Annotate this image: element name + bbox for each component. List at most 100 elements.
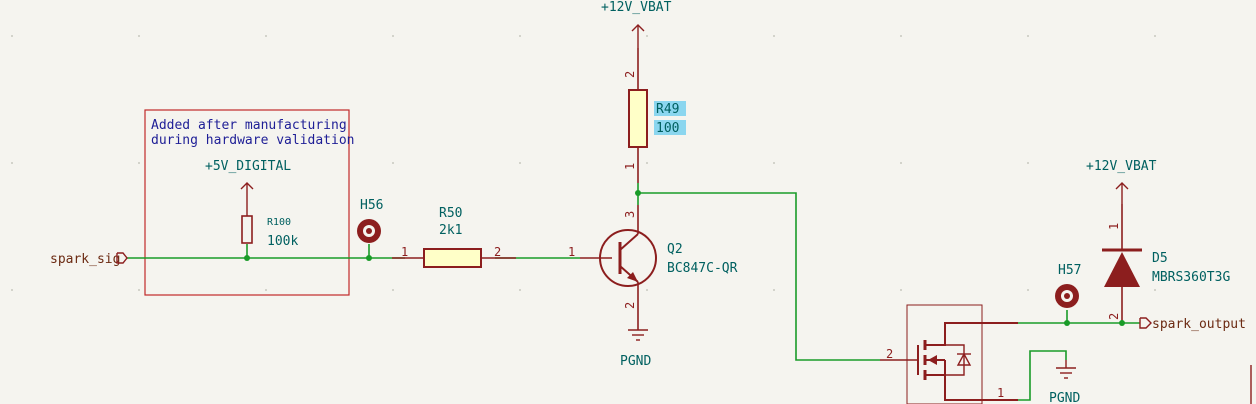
r50-pin2-number: 2 [494, 245, 501, 259]
power-label-pgnd-q2: PGND [620, 354, 651, 369]
power-12v-vbat-top[interactable]: +12V_VBAT [601, 0, 672, 48]
power-label-12v-vbat-top: +12V_VBAT [601, 0, 672, 15]
grid-dot [392, 289, 394, 291]
grid-dot [392, 35, 394, 37]
grid-dot [265, 35, 267, 37]
d5-pin2-number: 2 [1107, 313, 1121, 320]
r49-pin2-number: 2 [623, 71, 637, 78]
mosfet-source-line [925, 374, 1018, 401]
r49-ref-highlight [654, 101, 686, 116]
q2-collector-line [619, 233, 639, 251]
d5-triangle-icon [1104, 252, 1140, 287]
mosfet-diode-frame [945, 344, 965, 376]
testpoint-h57[interactable]: H57 [1055, 263, 1081, 308]
annotation-note[interactable]: Added after manufacturing during hardwar… [144, 109, 355, 296]
grid-dot [1027, 35, 1029, 37]
junction-r100 [244, 255, 250, 261]
diode-d5[interactable]: 1 2 D5 MBRS360T3G [1102, 204, 1230, 320]
power-12v-vbat-right[interactable]: +12V_VBAT [1086, 159, 1157, 204]
h57-ref: H57 [1058, 263, 1081, 278]
grid-dot [900, 35, 902, 37]
note-line-1: Added after manufacturing [151, 118, 347, 133]
power-label-5v-digital: +5V_DIGITAL [205, 159, 291, 174]
grid-dot [138, 289, 140, 291]
grid-dot [1027, 162, 1029, 164]
resistor-r49-body [628, 89, 648, 148]
junction-h56 [366, 255, 372, 261]
input-port-arrow-icon [116, 252, 128, 264]
note-frame [144, 109, 350, 296]
mosfet-arrow-icon [928, 355, 937, 365]
grid-dot [519, 162, 521, 164]
power-pgnd-fet[interactable]: PGND [1049, 360, 1080, 404]
resistor-r50[interactable]: R50 2k1 1 2 [392, 206, 516, 268]
power-label-pgnd-fet: PGND [1049, 391, 1080, 404]
wire-collector-to-gate[interactable] [638, 192, 880, 361]
power-label-12v-vbat-right: +12V_VBAT [1086, 159, 1157, 174]
q2-ref: Q2 [667, 242, 683, 257]
wire-fet-source-pgnd[interactable] [1018, 350, 1067, 401]
transistor-q2[interactable]: 1 3 2 Q2 BC847C-QR [568, 205, 738, 330]
grid-dot [773, 289, 775, 291]
grid-dot [519, 289, 521, 291]
mosfet-body-diode-icon [956, 352, 972, 366]
r50-value: 2k1 [439, 223, 462, 238]
grid-dot [646, 162, 648, 164]
mosfet-outline [906, 304, 983, 404]
resistor-r100-body [241, 215, 253, 244]
grid-dot [773, 162, 775, 164]
r100-value: 100k [267, 234, 298, 249]
mosfet-drain-line [925, 322, 1018, 346]
junction-d5 [1119, 320, 1125, 326]
testpoint-h57-center [1064, 293, 1070, 299]
junction-collector [635, 190, 641, 196]
r100-ref: R100 [267, 217, 291, 228]
q2-pin2-number: 2 [623, 302, 637, 309]
resistor-r50-body [423, 248, 482, 268]
q2-value: BC847C-QR [667, 261, 738, 276]
grid-dots [11, 35, 1156, 291]
q2-emitter-arrow-icon [627, 272, 638, 282]
power-pgnd-q2[interactable]: PGND [620, 329, 651, 369]
resistor-r49[interactable]: 2 1 R49 100 [623, 48, 686, 183]
grid-dot [900, 289, 902, 291]
h56-ref: H56 [360, 198, 383, 213]
output-port-arrow-icon [1139, 317, 1152, 329]
r49-pin1-number: 1 [623, 163, 637, 170]
net-label-spark-output-text: spark_output [1152, 317, 1246, 332]
grid-dot [646, 289, 648, 291]
grid-dot [265, 162, 267, 164]
grid-dot [138, 35, 140, 37]
note-line-2: during hardware validation [151, 133, 355, 148]
r49-ref: R49 [656, 102, 679, 117]
grid-dot [1154, 162, 1156, 164]
grid-dot [11, 289, 13, 291]
wires [127, 183, 1140, 401]
net-label-spark-output[interactable]: spark_output [1139, 317, 1246, 332]
q2-pin3-number: 3 [623, 211, 637, 218]
r49-value-highlight [654, 120, 686, 135]
grid-dot [773, 35, 775, 37]
junction-h57 [1064, 320, 1070, 326]
grid-dot [519, 35, 521, 37]
grid-dot [138, 162, 140, 164]
testpoint-h56[interactable]: H56 [357, 198, 383, 243]
grid-dot [392, 162, 394, 164]
net-label-spark-sig-text: spark_sig [50, 252, 120, 267]
grid-dot [1154, 35, 1156, 37]
testpoint-h56-center [366, 228, 372, 234]
d5-pin1-number: 1 [1107, 223, 1121, 230]
mosfet[interactable]: 2 1 [880, 304, 1018, 404]
power-5v-digital[interactable]: +5V_DIGITAL [205, 159, 291, 216]
grid-dot [265, 289, 267, 291]
r50-ref: R50 [439, 206, 462, 221]
q2-body [599, 229, 657, 287]
resistor-r100[interactable]: R100 100k [241, 215, 298, 249]
grid-dot [1154, 289, 1156, 291]
net-label-spark-sig[interactable]: spark_sig [50, 252, 128, 267]
grid-dot [11, 35, 13, 37]
r49-value: 100 [656, 121, 679, 136]
grid-dot [646, 35, 648, 37]
grid-dot [1027, 289, 1029, 291]
